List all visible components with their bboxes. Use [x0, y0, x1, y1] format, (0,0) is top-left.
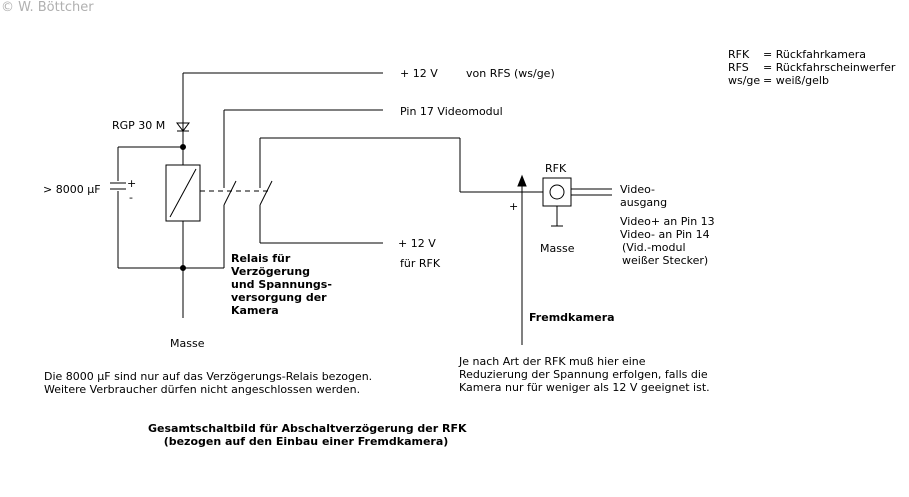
legend-def: = Rückfahrkamera: [763, 48, 867, 61]
junction-dot: [180, 265, 186, 271]
relay-note-line: und Spannungs-: [231, 278, 332, 291]
video-out-line: ausgang: [620, 196, 668, 209]
label-cap-plus: +: [127, 177, 137, 190]
fremdkamera-arrow-head: [517, 174, 527, 187]
label-cap-minus: -: [129, 191, 133, 204]
fremdkamera-note-line: Reduzierung der Spannung erfolgen, falls…: [459, 368, 708, 381]
camera-box: [542, 177, 572, 207]
label-masse-left: Masse: [170, 337, 205, 350]
copyright-text: © W. Böttcher: [1, 0, 94, 15]
label-diode: RGP 30 M: [112, 119, 166, 132]
diode-symbol: [176, 122, 190, 132]
label-plus-sign: +: [509, 200, 519, 213]
title-line: Gesamtschaltbild für Abschaltverzögerung…: [148, 422, 467, 435]
pin-note-line: weißer Stecker): [622, 254, 709, 267]
relay-contact-2: [259, 180, 273, 206]
video-out-line: Video-: [620, 183, 655, 196]
capacitor-note-line: Die 8000 µF sind nur auf das Verzögerung…: [44, 370, 373, 383]
legend-def: = Rückfahrscheinwerfer: [763, 61, 896, 74]
label-fremdkamera: Fremdkamera: [529, 311, 615, 324]
capacitor-note-line: Weitere Verbraucher dürfen nicht angesch…: [44, 383, 361, 396]
label-plus12-top: + 12 V: [400, 67, 438, 80]
label-pin17: Pin 17 Videomodul: [400, 105, 503, 118]
legend-abbr: RFK: [728, 48, 750, 61]
label-plus12-rfk: + 12 V: [398, 237, 436, 250]
label-von-rfs: von RFS (ws/ge): [466, 67, 555, 80]
legend-abbr: ws/ge: [728, 74, 761, 87]
relay-note-line: versorgung der: [231, 291, 327, 304]
pin-note-line: (Vid.-modul: [622, 241, 686, 254]
legend-def: = weiß/gelb: [763, 74, 829, 87]
label-masse-rfk: Masse: [540, 242, 575, 255]
relay-coil-diagonal: [169, 168, 197, 218]
fremdkamera-note-line: Je nach Art der RFK muß hier eine: [459, 355, 646, 368]
relay-note-line: Kamera: [231, 304, 279, 317]
label-fuer-rfk: für RFK: [400, 257, 441, 270]
camera-lens: [549, 184, 565, 200]
pin-note-line: Video- an Pin 14: [620, 228, 710, 241]
legend-abbr: RFS: [728, 61, 749, 74]
pin-note-line: Video+ an Pin 13: [620, 215, 715, 228]
label-rfk: RFK: [545, 162, 567, 175]
relay-note-line: Relais für: [231, 252, 291, 265]
relay-note-line: Verzögerung: [231, 265, 311, 278]
title-line: (bezogen auf den Einbau einer Fremdkamer…: [163, 435, 449, 448]
label-capacitor: > 8000 µF: [43, 183, 101, 196]
relay-contact-1: [223, 180, 237, 206]
fremdkamera-note-line: Kamera nur für weniger als 12 V geeignet…: [459, 381, 710, 394]
